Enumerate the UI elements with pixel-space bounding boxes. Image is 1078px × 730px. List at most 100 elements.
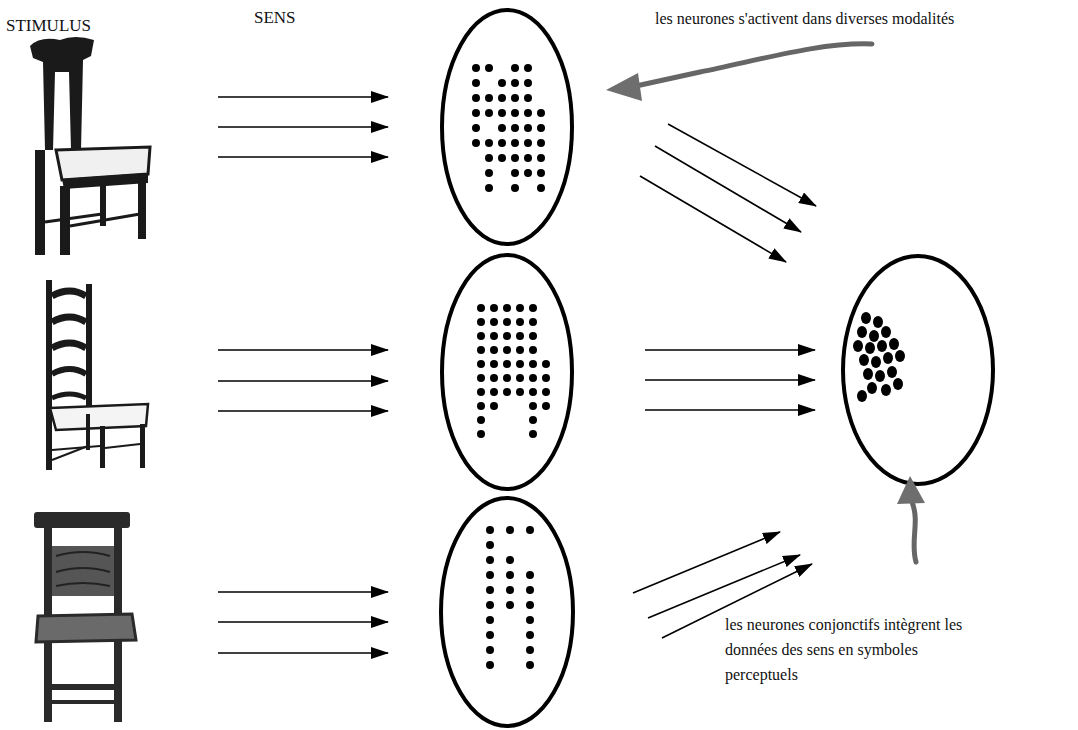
neuron-dot [472,79,480,87]
neuron-dot [529,360,537,368]
neuron-dot [537,124,545,132]
neuron-dot [877,340,887,352]
neuron-dot [524,64,532,72]
neuron-dot [498,79,506,87]
neuron-dot [498,139,506,147]
neuron-dot [526,586,534,594]
neuron-dot [511,64,519,72]
chair-picture [34,512,136,722]
neuron-dot [516,304,524,312]
integration-arrows [633,124,816,638]
neuron-dot [875,370,885,382]
neuron-dot [503,318,511,326]
neuron-dot [490,332,498,340]
neuron-dot [857,326,867,338]
neuron-dot [883,352,893,364]
neuron-dot [542,402,550,410]
neuron-dot [537,184,545,192]
input-arrows [218,97,388,653]
neuron-dot [537,109,545,117]
neuron-dot [526,631,534,639]
neuron-dot [485,94,493,102]
neuron-dot [477,360,485,368]
neuron-dot [490,402,498,410]
neuron-dot [526,526,534,534]
neuron-dot [486,571,494,579]
neuron-dot [498,154,506,162]
neuron-dot [895,350,905,362]
neuron-dot [498,94,506,102]
neuron-dot [542,360,550,368]
neuron-dot [503,346,511,354]
neuron-dot [486,646,494,654]
neuron-dot [477,388,485,396]
neuron-dot [873,316,883,328]
neuron-dot [490,388,498,396]
neuron-dot [871,356,881,368]
neuron-dot [516,318,524,326]
neuron-dot [485,109,493,117]
neuron-dot [516,332,524,340]
neuron-dot [887,366,897,378]
neuron-dot [524,79,532,87]
neuron-dot [859,354,869,366]
neuron-dot [537,154,545,162]
neuron-dot [526,571,534,579]
neuron-dot [503,304,511,312]
neuron-dot [485,154,493,162]
neuron-dot [490,318,498,326]
neuron-dot [524,139,532,147]
neuron-dot [524,124,532,132]
neuron-dot [506,571,514,579]
neuron-dot [477,430,485,438]
neuron-dot [477,346,485,354]
neuron-dot [486,586,494,594]
neuron-dot [881,384,891,396]
neuron-dot [537,169,545,177]
neuron-dot [472,94,480,102]
neuron-dot [542,388,550,396]
neuron-dot [881,326,891,338]
neuron-dot [503,374,511,382]
column-heading: STIMULUS [6,16,91,36]
neuron-dot [503,360,511,368]
neuron-dot [511,139,519,147]
neuron-dot [529,430,537,438]
neuron-dot [516,346,524,354]
neuron-dot [485,64,493,72]
neuron-dot [889,338,899,350]
neuron-dot [524,154,532,162]
neuron-dot [506,586,514,594]
neuron-dot [516,360,524,368]
neuron-dot [503,388,511,396]
neuron-dot [485,139,493,147]
neuron-dot [490,304,498,312]
neuron-ellipse [441,10,993,726]
callout-text: les neurones s'activent dans diverses mo… [655,9,954,28]
neuron-dot [526,646,534,654]
neuron-dot [516,388,524,396]
chair-picture [46,280,148,470]
neuron-dot [524,94,532,102]
neuron-dot [472,64,480,72]
neuron-dot [485,169,493,177]
neuron-dot [486,631,494,639]
neuron-dot [477,318,485,326]
neuron-dot [490,360,498,368]
neuron-dot [537,139,545,147]
neuron-dot [506,556,514,564]
neuron-dot [477,402,485,410]
neuron-dot [516,374,524,382]
neuron-dot [893,378,903,390]
neuron-dot [477,374,485,382]
column-heading: SENS [254,8,296,28]
neuron-dot [524,169,532,177]
callout-arrow [897,476,925,562]
neuron-dot [861,312,871,324]
neuron-dot [857,390,867,402]
neuron-dot [506,526,514,534]
neuron-dot [529,318,537,326]
neuron-dot [486,661,494,669]
